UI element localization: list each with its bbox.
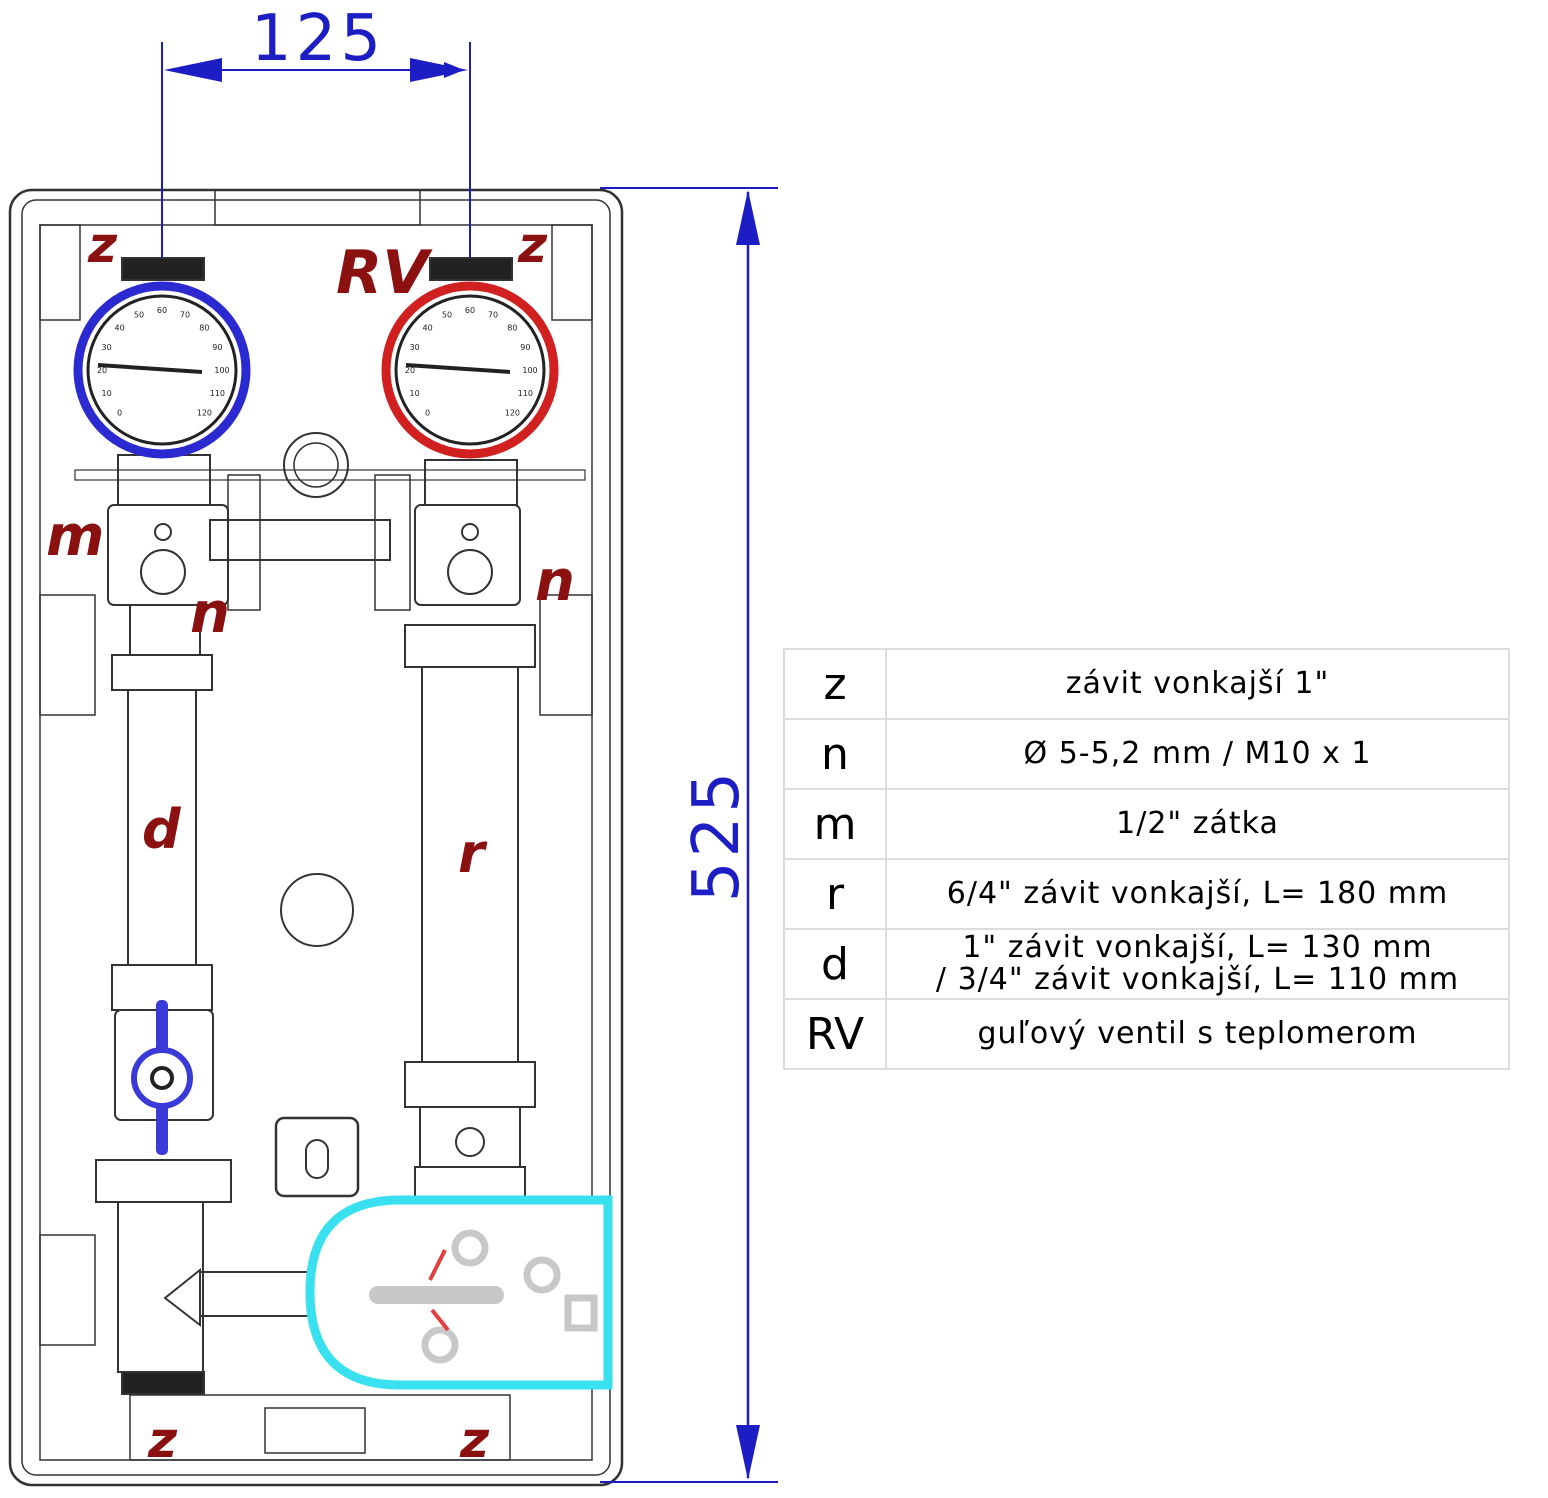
legend-code: z bbox=[783, 648, 887, 720]
label-z-bottom-left: z bbox=[147, 1411, 178, 1469]
legend-row: n Ø 5-5,2 mm / M10 x 1 bbox=[783, 718, 1510, 790]
legend-row: m 1/2" zátka bbox=[783, 788, 1510, 860]
label-m: m bbox=[46, 504, 104, 569]
legend-description-line: závit vonkajší 1" bbox=[1065, 666, 1330, 701]
gauge-scale-label: 90 bbox=[212, 343, 222, 352]
legend-description: závit vonkajší 1" bbox=[885, 648, 1510, 720]
legend-description-line: guľový ventil s teplomerom bbox=[977, 1016, 1418, 1051]
legend-row: r 6/4" závit vonkajší, L= 180 mm bbox=[783, 858, 1510, 930]
gauge-scale-label: 60 bbox=[157, 306, 167, 315]
width-dimension-label: 125 bbox=[251, 2, 385, 76]
dimension-width: 125 bbox=[161, 2, 471, 258]
gauge-scale-label: 50 bbox=[134, 311, 144, 320]
gauge-scale-label: 0 bbox=[117, 408, 122, 417]
label-d: d bbox=[142, 798, 182, 861]
ball-valve-handle-icon bbox=[131, 1000, 193, 1155]
label-n-left: n bbox=[190, 581, 230, 646]
legend-row: RV guľový ventil s teplomerom bbox=[783, 998, 1510, 1070]
legend-row: z závit vonkajší 1" bbox=[783, 648, 1510, 720]
legend-description-line: 6/4" závit vonkajší, L= 180 mm bbox=[946, 876, 1449, 911]
gauge-scale-label: 30 bbox=[410, 343, 420, 352]
legend-code: m bbox=[783, 788, 887, 860]
gauge-scale-label: 60 bbox=[465, 306, 475, 315]
legend-description-line: Ø 5-5,2 mm / M10 x 1 bbox=[1023, 736, 1372, 771]
legend-description: 1/2" zátka bbox=[885, 788, 1510, 860]
legend-table: z závit vonkajší 1" n Ø 5-5,2 mm / M10 x 1 m… bbox=[783, 648, 1510, 1070]
circulation-pump-icon bbox=[305, 1195, 613, 1390]
gauge-scale-label: 70 bbox=[180, 311, 190, 320]
label-z-top-left: z bbox=[87, 216, 118, 274]
legend-description: 6/4" závit vonkajší, L= 180 mm bbox=[885, 858, 1510, 930]
gauge-scale-label: 0 bbox=[425, 408, 430, 417]
legend-description: 1" závit vonkajší, L= 130 mm/ 3/4" závit… bbox=[885, 928, 1510, 1000]
legend-description: guľový ventil s teplomerom bbox=[885, 998, 1510, 1070]
gauge-scale-label: 90 bbox=[520, 343, 530, 352]
legend-description-line: 1/2" zátka bbox=[1116, 806, 1279, 841]
label-z-top-right: z bbox=[517, 216, 548, 274]
gauge-scale-label: 10 bbox=[102, 389, 112, 398]
gauge-scale-label: 20 bbox=[405, 366, 415, 375]
gauge-scale-label: 40 bbox=[115, 324, 125, 333]
label-r: r bbox=[458, 822, 488, 885]
thermometer-return-icon bbox=[381, 281, 559, 459]
gauge-scale-label: 80 bbox=[507, 324, 517, 333]
legend-code: RV bbox=[783, 998, 887, 1070]
label-n-right: n bbox=[535, 549, 575, 614]
legend-description-line: / 3/4" závit vonkajší, L= 110 mm bbox=[935, 962, 1460, 997]
legend-code: d bbox=[783, 928, 887, 1000]
gauge-scale-label: 120 bbox=[197, 408, 212, 417]
dimension-height: 525 bbox=[600, 187, 778, 1483]
gauge-scale-label: 10 bbox=[410, 389, 420, 398]
legend-code: r bbox=[783, 858, 887, 930]
gauge-scale-label: 30 bbox=[102, 343, 112, 352]
legend-description: Ø 5-5,2 mm / M10 x 1 bbox=[885, 718, 1510, 790]
label-rv: RV bbox=[336, 238, 433, 308]
height-dimension-label: 525 bbox=[680, 768, 754, 902]
gauge-scale-label: 100 bbox=[522, 366, 537, 375]
legend-code: n bbox=[783, 718, 887, 790]
gauge-scale-label: 70 bbox=[488, 311, 498, 320]
gauge-scale-label: 50 bbox=[442, 311, 452, 320]
gauge-scale-label: 100 bbox=[214, 366, 229, 375]
gauge-scale-label: 80 bbox=[199, 324, 209, 333]
gauge-scale-label: 40 bbox=[423, 324, 433, 333]
gauge-scale-label: 110 bbox=[210, 389, 225, 398]
gauge-scale-label: 120 bbox=[505, 408, 520, 417]
gauge-scale-label: 110 bbox=[518, 389, 533, 398]
legend-description-line: 1" závit vonkajší, L= 130 mm bbox=[962, 930, 1433, 965]
gauge-scale-label: 20 bbox=[97, 366, 107, 375]
thermometer-supply-icon bbox=[73, 281, 251, 459]
part-labels: z RV z m n n d r z z bbox=[46, 216, 575, 1469]
label-z-bottom-right: z bbox=[459, 1411, 490, 1469]
